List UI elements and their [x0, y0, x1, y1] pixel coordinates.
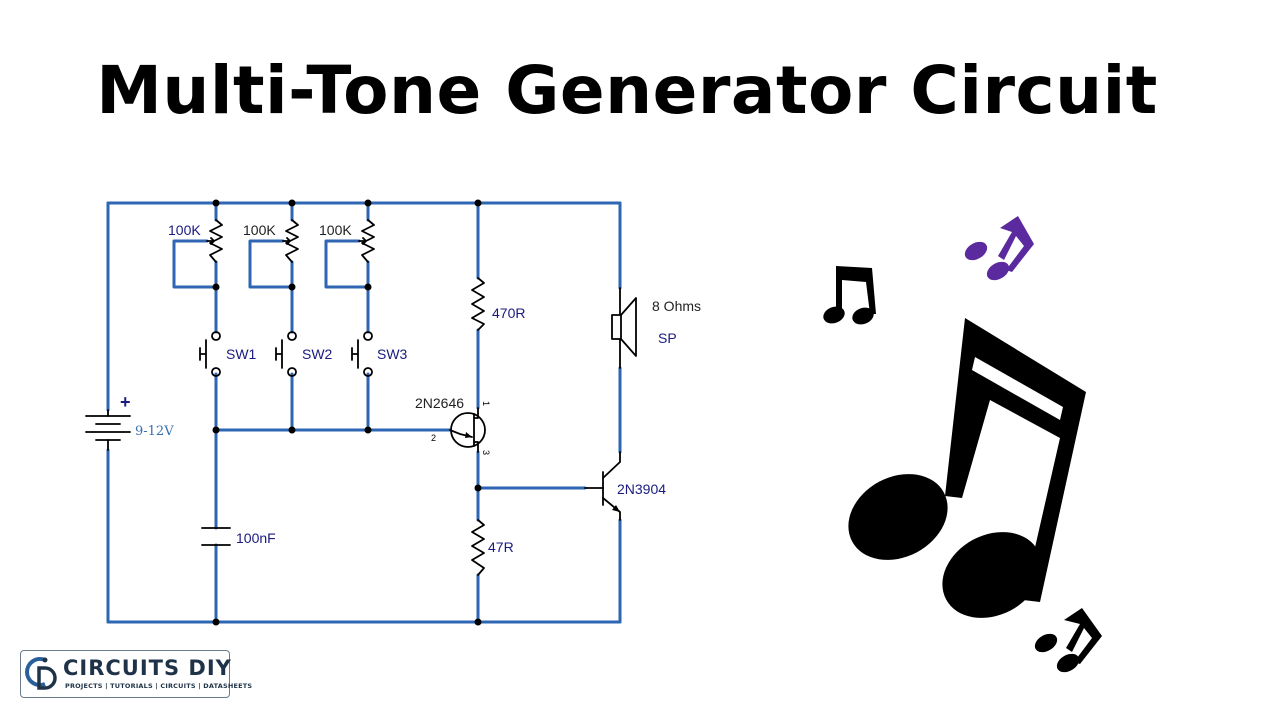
pot2-label: 100K	[243, 222, 276, 238]
potentiometer-2: 100K	[243, 219, 299, 263]
battery: + 9-12V	[85, 392, 174, 451]
music-note-icon	[848, 318, 1086, 618]
cd-monogram-icon	[25, 657, 57, 690]
potentiometer-1: 100K	[168, 219, 223, 263]
potentiometer-3: 100K	[319, 219, 375, 263]
wires	[106, 201, 622, 624]
battery-voltage-label: 9-12V	[135, 424, 174, 439]
page-title: Multi-Tone Generator Circuit	[96, 52, 1158, 129]
ujt-pin1-label: 1	[481, 401, 491, 406]
junction-nodes	[212, 199, 482, 626]
music-note-icon	[823, 266, 876, 325]
sw1-label: SW1	[226, 346, 257, 362]
r2-label: 47R	[488, 539, 514, 555]
capacitor-label: 100nF	[236, 530, 276, 546]
resistor-470r: 470R	[471, 277, 525, 331]
speaker-value-label: 8 Ohms	[652, 298, 701, 314]
ujt-pin3-label: 3	[481, 450, 491, 455]
pot3-label: 100K	[319, 222, 352, 238]
pot1-label: 100K	[168, 222, 201, 238]
switch-2: SW2	[275, 331, 333, 377]
logo-name: CIRCUITS DIY	[63, 656, 232, 680]
switch-1: SW1	[199, 331, 257, 377]
npn-transistor: 2N3904	[584, 451, 666, 521]
music-note-icon	[964, 216, 1034, 281]
circuits-diy-logo: CIRCUITS DIY PROJECTS | TUTORIALS | CIRC…	[20, 650, 252, 698]
resistor-47r: 47R	[471, 519, 514, 576]
ujt-label: 2N2646	[415, 395, 464, 411]
switch-3: SW3	[351, 331, 408, 377]
speaker-ref-label: SP	[658, 330, 677, 346]
ujt-transistor: 2N2646 1 2 3	[415, 395, 491, 455]
capacitor: 100nF	[201, 527, 276, 546]
speaker: 8 Ohms SP	[611, 287, 701, 369]
sw3-label: SW3	[377, 346, 408, 362]
battery-plus-label: +	[120, 392, 131, 412]
logo-tagline: PROJECTS | TUTORIALS | CIRCUITS | DATASH…	[65, 682, 253, 690]
music-note-icon	[1034, 608, 1102, 673]
ujt-pin2-label: 2	[431, 433, 436, 443]
npn-label: 2N3904	[617, 481, 666, 497]
sw2-label: SW2	[302, 346, 333, 362]
r1-label: 470R	[492, 305, 525, 321]
